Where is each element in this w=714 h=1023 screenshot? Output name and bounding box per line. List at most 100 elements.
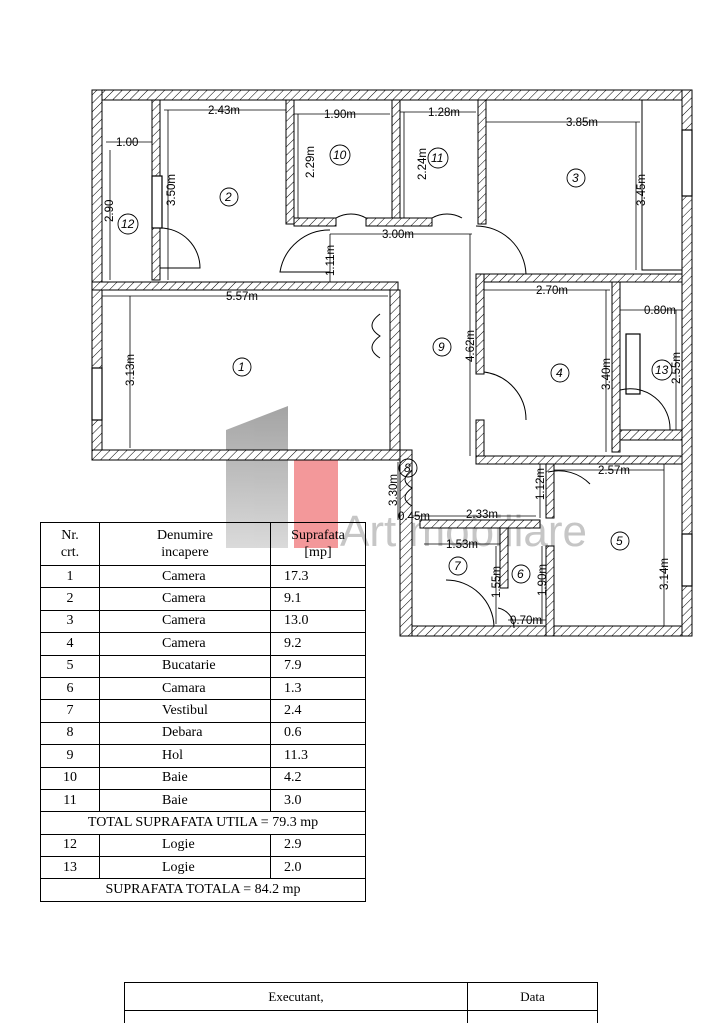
dim-label: 2.33m: [466, 509, 498, 521]
dim-label: 3.30m: [388, 474, 400, 506]
subtotal-row: TOTAL SUPRAFATA UTILA = 79.3 mp: [40, 811, 366, 835]
subtotal-text: TOTAL SUPRAFATA UTILA = 79.3 mp: [40, 811, 366, 835]
dim-label: 1.55m: [491, 566, 503, 598]
room-number: 3: [572, 171, 579, 185]
room-number: 7: [454, 559, 462, 573]
dim-label: 1.28m: [428, 107, 460, 119]
room-number: 4: [556, 366, 563, 380]
dim-label: 2.29m: [305, 146, 317, 178]
header-area: Suprafata [mp]: [270, 522, 366, 566]
row-number: 8: [40, 721, 100, 746]
dim-label: 2.43m: [208, 105, 240, 117]
date-label: Data: [467, 982, 598, 1011]
total-row: SUPRAFATA TOTALA = 84.2 mp: [40, 878, 366, 902]
room-number: 13: [655, 363, 669, 377]
room-name: Debara: [99, 721, 271, 746]
total-text: SUPRAFATA TOTALA = 84.2 mp: [40, 878, 366, 902]
room-name: Camera: [99, 587, 271, 611]
dim-label: 3.14m: [659, 558, 671, 590]
row-number: 2: [40, 587, 100, 611]
room-name: Camera: [99, 564, 271, 589]
room-number: 8: [404, 461, 411, 475]
dim-label: 0.45m: [398, 511, 430, 523]
room-area: 13.0: [270, 609, 366, 634]
dim-label: 0.80m: [644, 305, 676, 317]
room-area: 17.3: [270, 564, 366, 589]
header-nr: Nr. crt.: [40, 522, 100, 566]
room-area: 3.0: [270, 788, 366, 813]
dim-label: 1.90m: [324, 109, 356, 121]
room-number: 9: [438, 340, 445, 354]
dimension-lines: [102, 109, 682, 626]
room-area: 2.9: [270, 833, 366, 858]
room-number: 11: [431, 151, 443, 165]
row-number: 7: [40, 699, 100, 723]
room-numbers: 1 2 3 4 5 6 7 8 9 10 11 12 13: [121, 148, 669, 581]
dim-label: 1.90m: [537, 564, 549, 596]
room-area: 2.0: [270, 856, 366, 880]
dim-label: 2.55m: [671, 352, 683, 384]
room-area: 4.2: [270, 766, 366, 790]
room-area-table: Nr. crt. Denumire incapere Suprafata [mp…: [40, 522, 366, 902]
header-name: Denumire incapere: [99, 522, 271, 566]
row-number: 10: [40, 766, 100, 790]
room-number: 2: [224, 190, 232, 204]
row-number: 11: [40, 788, 100, 813]
dim-label: 5.57m: [226, 291, 258, 303]
room-area: 1.3: [270, 676, 366, 701]
room-name: Camara: [99, 676, 271, 701]
room-area: 9.1: [270, 587, 366, 611]
dim-label: 1.12m: [535, 468, 547, 500]
room-area: 7.9: [270, 654, 366, 678]
dim-label: 3.50m: [166, 174, 178, 206]
room-name: Baie: [99, 766, 271, 790]
room-name: Camera: [99, 632, 271, 656]
dimension-labels: 2.43m 1.90m 1.28m 3.85m 1.00 2.90 3.50m …: [104, 105, 683, 627]
room-number: 10: [333, 148, 347, 162]
row-number: 6: [40, 676, 100, 701]
room-name: Camera: [99, 609, 271, 634]
room-name: Logie: [99, 833, 271, 858]
room-number: 1: [238, 360, 245, 374]
table-header-row: Nr. crt. Denumire incapere Suprafata [mp…: [40, 522, 366, 566]
row-number: 4: [40, 632, 100, 656]
row-number: 12: [40, 833, 100, 858]
room-area: 2.4: [270, 699, 366, 723]
dim-label: 4.62m: [465, 330, 477, 362]
windows: [91, 129, 693, 587]
room-number: 6: [517, 567, 524, 581]
dim-label: 2.90: [104, 200, 116, 222]
room-name: Vestibul: [99, 699, 271, 723]
dim-label: 0.70m: [510, 615, 542, 627]
room-number: 12: [121, 217, 135, 231]
signature-table: Executant, Data: [124, 982, 598, 1023]
room-area: 9.2: [270, 632, 366, 656]
room-area: 11.3: [270, 744, 366, 768]
dim-label: 3.45m: [636, 174, 648, 206]
executant-label: Executant,: [124, 982, 468, 1011]
room-markers: [117, 144, 673, 584]
dim-label: 2.24m: [417, 148, 429, 180]
room-number: 5: [616, 534, 623, 548]
dim-label: 1.11m: [325, 245, 337, 276]
dim-label: 2.57m: [598, 465, 630, 477]
room-name: Hol: [99, 744, 271, 768]
room-area: 0.6: [270, 721, 366, 746]
row-number: 13: [40, 856, 100, 880]
dim-label: 3.85m: [566, 117, 598, 129]
dim-label: 3.00m: [382, 229, 414, 241]
